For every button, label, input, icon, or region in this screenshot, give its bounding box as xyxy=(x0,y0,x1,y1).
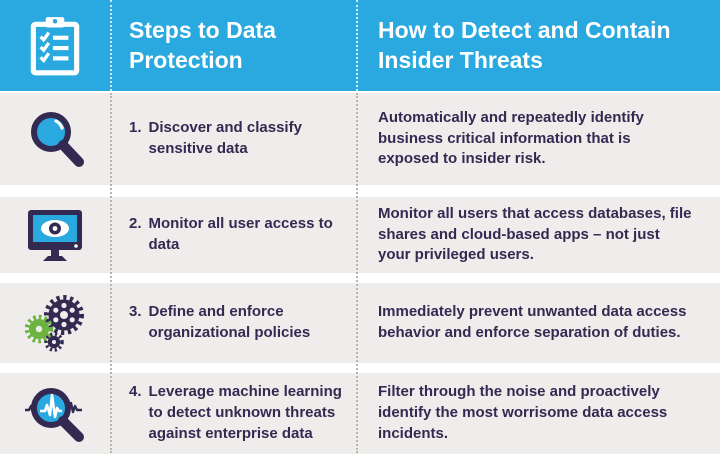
step-number: 4. xyxy=(129,383,142,401)
header-col-steps: Steps to Data Protection xyxy=(110,0,356,91)
step-label: Discover and classify sensitive data xyxy=(148,119,302,157)
step-number: 3. xyxy=(129,303,142,321)
step-item: 2. Monitor all user access to data xyxy=(129,214,349,255)
step-label: Monitor all user access to data xyxy=(148,215,333,253)
step-label: Leverage machine learning to detect unkn… xyxy=(148,383,342,442)
header-title-steps: Steps to Data Protection xyxy=(129,17,276,73)
header-title-detect: How to Detect and Contain Insider Threat… xyxy=(378,17,671,73)
step-item: 1. Discover and classify sensitive data xyxy=(129,118,349,159)
table-header: Steps to Data Protection How to Detect a… xyxy=(0,0,720,91)
description-text: Monitor all users that access databases,… xyxy=(378,204,692,264)
table-row: 2. Monitor all user access to data Monit… xyxy=(0,197,720,273)
step-cell: 4. Leverage machine learning to detect u… xyxy=(110,373,356,454)
description-text: Immediately prevent unwanted data access… xyxy=(378,303,687,341)
table-row: 4. Leverage machine learning to detect u… xyxy=(0,373,720,454)
description-cell: Automatically and repeatedly identify bu… xyxy=(356,93,720,185)
description-cell: Monitor all users that access databases,… xyxy=(356,197,720,273)
clipboard-checklist-icon xyxy=(24,13,86,79)
row-icon-cell xyxy=(0,373,110,454)
description-text: Automatically and repeatedly identify bu… xyxy=(378,108,644,168)
step-number: 2. xyxy=(129,215,142,233)
gears-icon xyxy=(20,288,90,358)
monitor-eye-icon xyxy=(21,203,89,267)
row-icon-cell xyxy=(0,93,110,185)
step-number: 1. xyxy=(129,119,142,137)
table-row: 3. Define and enforce organizational pol… xyxy=(0,283,720,363)
step-cell: 3. Define and enforce organizational pol… xyxy=(110,283,356,363)
header-icon-cell xyxy=(0,0,110,91)
description-cell: Immediately prevent unwanted data access… xyxy=(356,283,720,363)
step-label: Define and enforce organizational polici… xyxy=(148,303,311,341)
step-item: 3. Define and enforce organizational pol… xyxy=(129,302,349,343)
table-row: 1. Discover and classify sensitive data … xyxy=(0,93,720,185)
row-icon-cell xyxy=(0,283,110,363)
header-col-detect: How to Detect and Contain Insider Threat… xyxy=(356,0,720,91)
pulse-magnifier-icon xyxy=(19,379,91,449)
row-icon-cell xyxy=(0,197,110,273)
step-item: 4. Leverage machine learning to detect u… xyxy=(129,382,349,444)
step-cell: 1. Discover and classify sensitive data xyxy=(110,93,356,185)
description-text: Filter through the noise and proactively… xyxy=(378,383,668,442)
magnifier-icon xyxy=(20,103,90,175)
step-cell: 2. Monitor all user access to data xyxy=(110,197,356,273)
description-cell: Filter through the noise and proactively… xyxy=(356,373,720,454)
